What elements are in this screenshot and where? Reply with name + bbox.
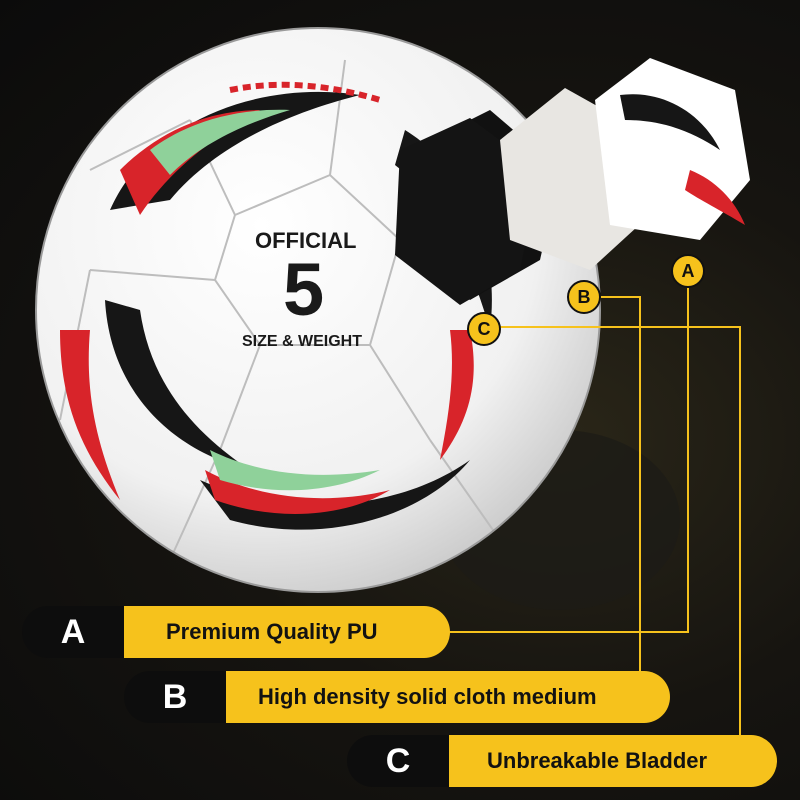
ball-size-number: 5 <box>283 248 325 331</box>
label-text-a: Premium Quality PU <box>124 606 450 658</box>
marker-b: B <box>567 280 601 314</box>
label-row-c: C Unbreakable Bladder <box>347 735 777 787</box>
label-row-a: A Premium Quality PU <box>22 606 450 658</box>
label-row-b: B High density solid cloth medium <box>124 671 670 723</box>
label-letter-b: B <box>124 671 226 723</box>
marker-c: C <box>467 312 501 346</box>
ball-size-weight-text: SIZE & WEIGHT <box>242 333 362 350</box>
label-letter-c: C <box>347 735 449 787</box>
marker-a: A <box>671 254 705 288</box>
label-text-b: High density solid cloth medium <box>226 671 670 723</box>
label-text-c: Unbreakable Bladder <box>449 735 777 787</box>
exploded-layers <box>395 58 750 305</box>
label-letter-a: A <box>22 606 124 658</box>
ball-official-text: OFFICIAL <box>255 228 357 253</box>
